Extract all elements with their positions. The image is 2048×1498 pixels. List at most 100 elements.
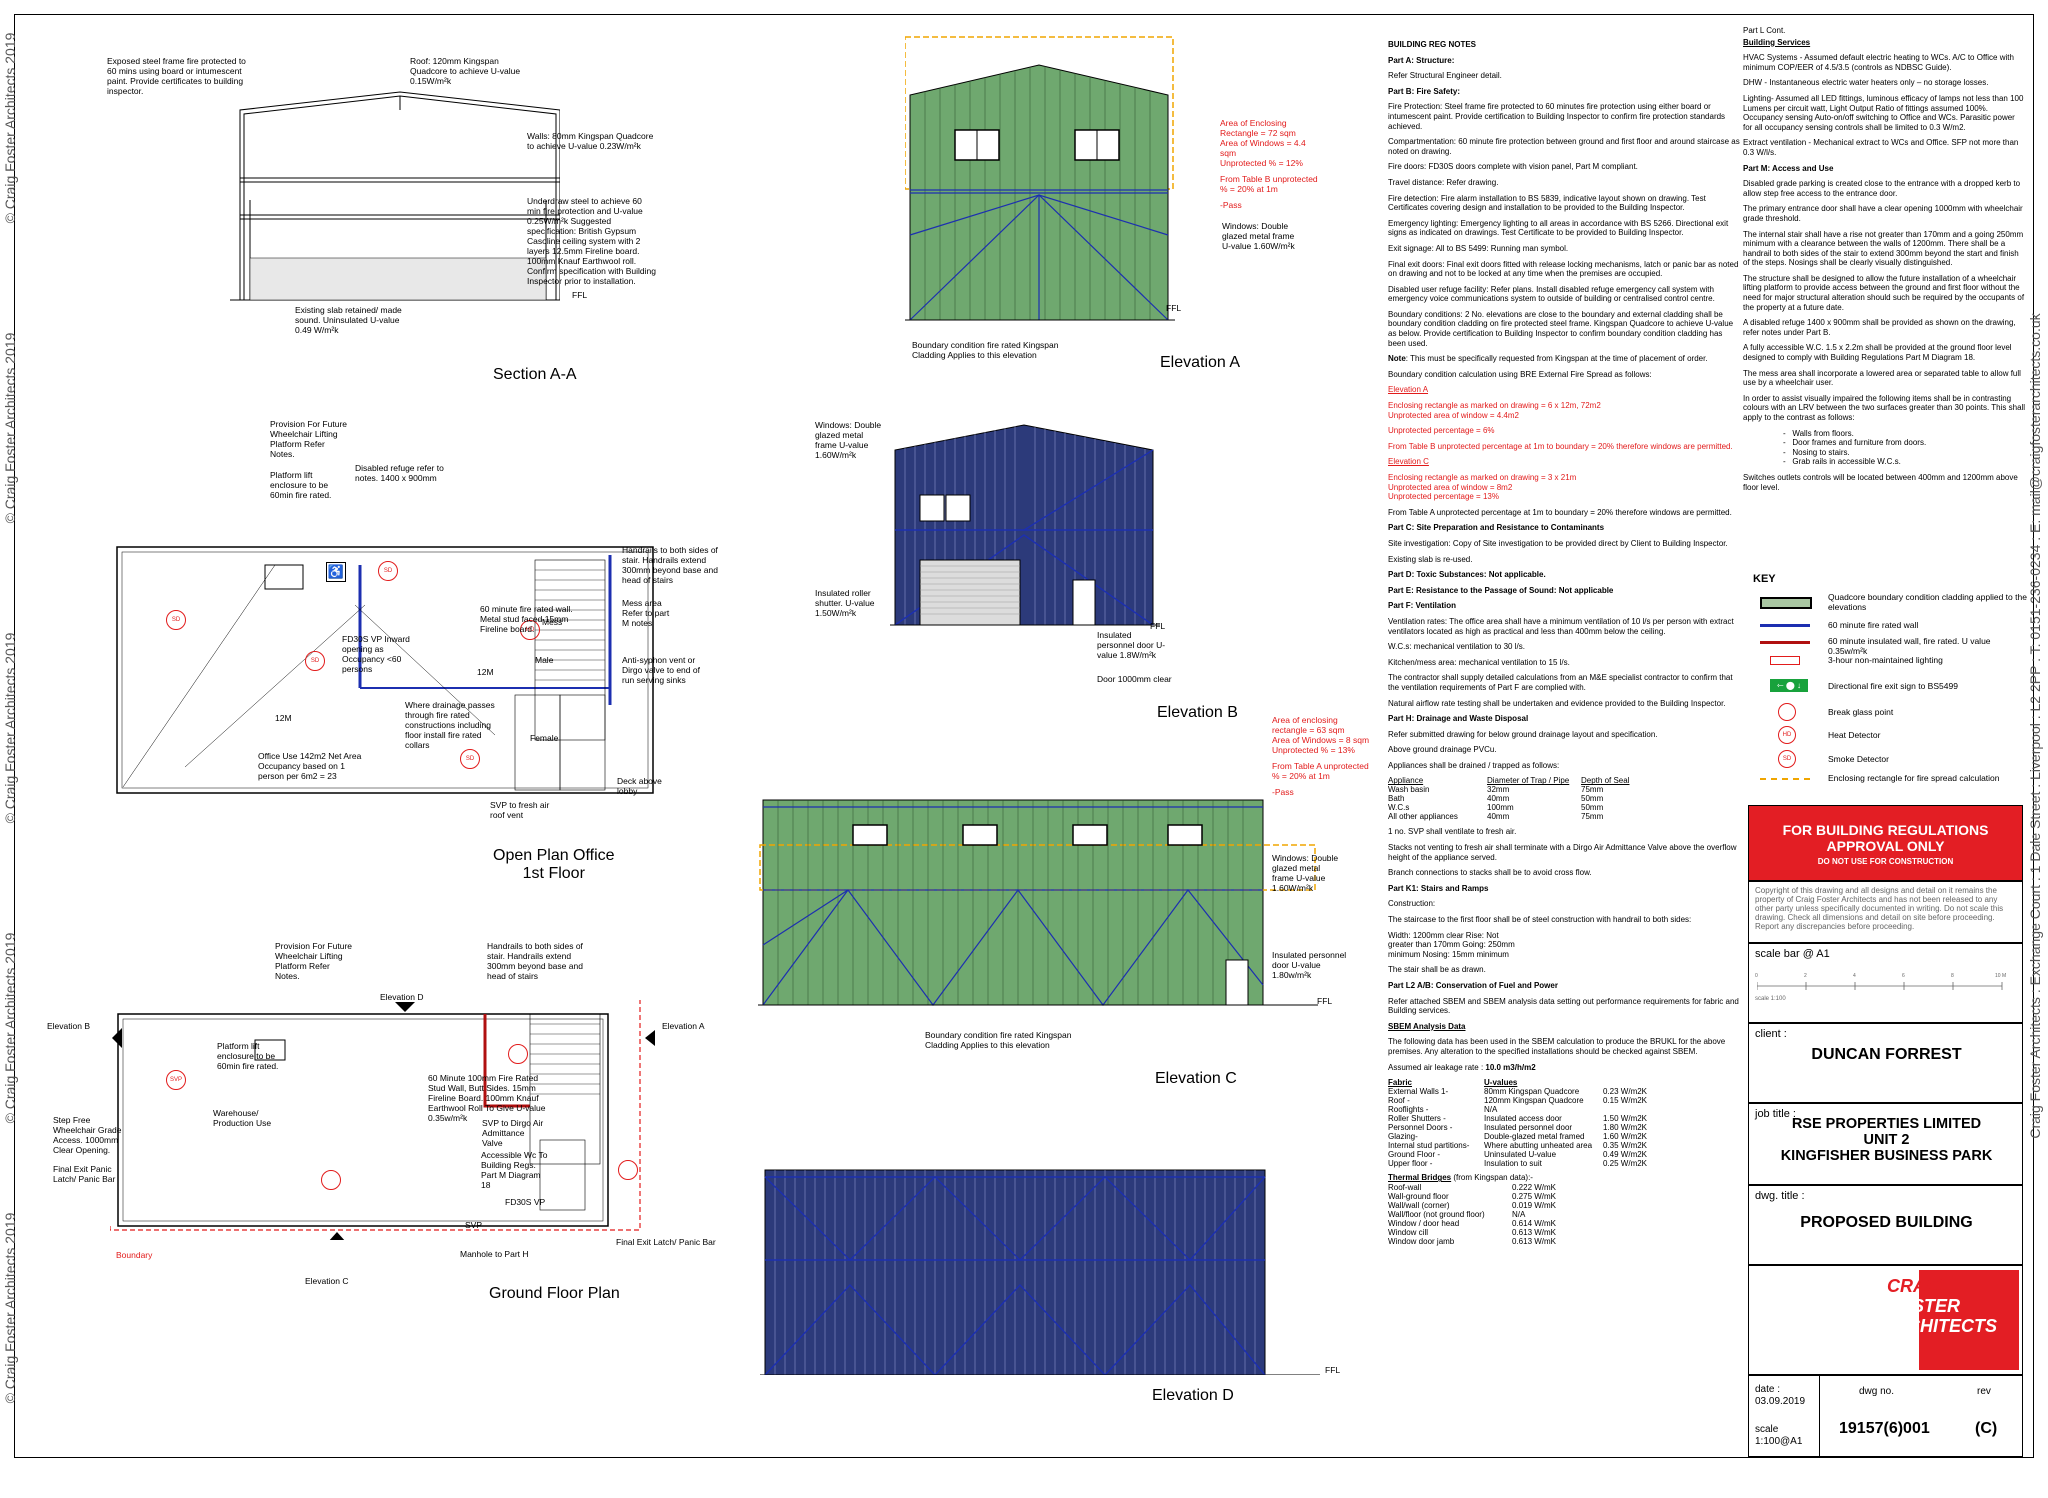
elev-b-door-clear: Door 1000mm clear bbox=[1097, 674, 1172, 684]
elevation-c-drawing bbox=[758, 799, 1318, 1007]
elev-a-calc-line: Area of Windows = 4.4 sqm bbox=[1220, 138, 1306, 158]
table-cell: 0.23 W/m2K bbox=[1603, 1087, 1648, 1097]
job-title-line: KINGFISHER BUSINESS PARK bbox=[1780, 1148, 1993, 1164]
part-k-text: Construction: bbox=[1388, 899, 1436, 909]
emergency-light-symbol bbox=[1770, 656, 1800, 665]
table-header-row: Fabric U-values bbox=[1388, 1078, 1651, 1087]
elev-a-calc-line: Area of Enclosing Rectangle = 72 sqm bbox=[1220, 118, 1296, 138]
table-cell: W.C.s bbox=[1388, 803, 1410, 813]
client-box: client : DUNCAN FORREST bbox=[1748, 1023, 2023, 1103]
part-m-text: A fully accessible W.C. 1.5 x 2.2m shall… bbox=[1743, 343, 2012, 363]
section-underdraw-note: Underdraw steel to achieve 60 min fire p… bbox=[527, 196, 656, 286]
fabric-table: Fabric U-values External Walls 1-80mm Ki… bbox=[1388, 1078, 1651, 1168]
table-cell: 50mm bbox=[1581, 803, 1604, 813]
calc-line: Unprotected area of window = 8m2 bbox=[1388, 482, 1513, 492]
table-header: Appliance bbox=[1388, 776, 1424, 786]
drawing-info-box: date : 03.09.2019 scale 1:100@A1 dwg no.… bbox=[1748, 1375, 2023, 1457]
table-row: Rooflights -N/A bbox=[1388, 1105, 1651, 1114]
section-slab-note: Existing slab retained/ made sound. Unin… bbox=[295, 305, 402, 335]
elev-c-boundary-note: Boundary condition fire rated Kingspan C… bbox=[925, 1030, 1072, 1050]
part-k-heading: Part K1: Stairs and Ramps bbox=[1388, 883, 1489, 893]
sbem-heading: SBEM Analysis Data bbox=[1388, 1021, 1466, 1031]
table-cell: 0.15 W/m2K bbox=[1603, 1096, 1648, 1106]
elev-b-windows-note: Windows: Double glazed metal frame U-val… bbox=[815, 420, 882, 460]
key-item-label: Break glass point bbox=[1828, 707, 1894, 717]
scale-bar-label: scale bar @ A1 bbox=[1755, 948, 1830, 960]
key-item-label: Enclosing rectangle for fire spread calc… bbox=[1828, 773, 2000, 783]
calc-intro: Boundary condition calculation using BRE… bbox=[1388, 369, 1652, 379]
table-cell: 0.613 W/mK bbox=[1512, 1236, 1557, 1246]
part-m-text: A disabled refuge 1400 x 900mm shall be … bbox=[1743, 318, 2016, 337]
gf-title: Ground Floor Plan bbox=[489, 1285, 620, 1302]
part-m-heading: Part M: Access and Use bbox=[1743, 163, 1834, 173]
scale-tick: 10 M bbox=[1995, 973, 2007, 979]
client-name: DUNCAN FORREST bbox=[1811, 1046, 1962, 1063]
left-watermark: © Craig Foster Architects 2019 © Craig F… bbox=[0, 0, 18, 1461]
elev-c-calc-text: Enclosing rectangle as marked on drawing… bbox=[1388, 473, 1740, 502]
kingspan-note: Note: This must be specifically requeste… bbox=[1388, 354, 1740, 364]
section-steel-note: Exposed steel frame fire protected to 60… bbox=[107, 56, 246, 96]
gf-elev-c-label: Elevation C bbox=[305, 1276, 349, 1286]
date-value: 03.09.2019 bbox=[1755, 1396, 1806, 1407]
part-b-text: Disabled user refuge facility: Refer pla… bbox=[1388, 284, 1715, 304]
elev-c-calc-line: Unprotected % = 13% bbox=[1272, 745, 1355, 755]
cladding-symbol bbox=[1760, 597, 1812, 609]
gf-boundary-label: Boundary bbox=[116, 1250, 153, 1260]
ground-floor-plan bbox=[110, 1000, 655, 1240]
section-roof-note: Roof: 120mm Kingspan Quadcore to achieve… bbox=[410, 56, 521, 86]
key-item-label: Heat Detector bbox=[1828, 730, 1881, 740]
part-e-heading: Part E: Resistance to the Passage of Sou… bbox=[1388, 585, 1614, 595]
gf-fd30s-note: FD30S VP bbox=[505, 1197, 546, 1207]
services-text: Extract ventilation - Mechanical extract… bbox=[1743, 138, 2019, 157]
gf-elev-b-label: Elevation B bbox=[47, 1021, 90, 1031]
approval-line1: FOR BUILDING REGULATIONS bbox=[1782, 822, 1989, 838]
first-floor-plan bbox=[116, 546, 654, 794]
elev-a-calc-heading: Elevation A bbox=[1388, 385, 1429, 395]
table-cell: Uninsulated U-value bbox=[1484, 1150, 1557, 1160]
air-leakage-value: 10.0 m3/h/m2 bbox=[1485, 1062, 1536, 1072]
scale-bar-box: scale bar @ A1 0 2 4 6 8 10 M scale 1:10… bbox=[1748, 943, 2023, 1023]
ff-office-note: Office Use 142m2 Net Area Occupancy base… bbox=[258, 751, 362, 781]
table-cell: 75mm bbox=[1581, 812, 1604, 822]
elev-c-calc: Area of enclosing rectangle = 63 sqm Are… bbox=[1272, 715, 1372, 797]
part-c-text: Existing slab is re-used. bbox=[1388, 554, 1473, 564]
part-b-heading: Part B: Fire Safety: bbox=[1388, 86, 1461, 96]
table-cell: Where abutting unheated area bbox=[1484, 1141, 1593, 1151]
table-cell: Wall/wall (corner) bbox=[1388, 1200, 1450, 1210]
part-c-text: Site investigation: Copy of Site investi… bbox=[1388, 538, 1728, 548]
calc-line: Unprotected area of window = 4.4m2 bbox=[1388, 410, 1519, 420]
table-cell: Wall-ground floor bbox=[1388, 1191, 1449, 1201]
table-cell: Upper floor - bbox=[1388, 1159, 1433, 1169]
list-item-text: Grab rails in accessible W.C.s. bbox=[1792, 457, 1901, 467]
elev-b-roller-note: Insulated roller shutter. U-value 1.50W/… bbox=[815, 588, 875, 618]
smoke-detector-icon: SVP bbox=[166, 1070, 186, 1090]
table-cell bbox=[1603, 1105, 1651, 1114]
table-cell: Wash basin bbox=[1388, 785, 1430, 795]
table-row: Personnel Doors -Insulated personnel doo… bbox=[1388, 1123, 1651, 1132]
elevation-a-drawing bbox=[905, 36, 1175, 321]
part-m-text: The structure shall be designed to allow… bbox=[1743, 273, 2025, 312]
rev-value: (C) bbox=[1975, 1420, 1998, 1437]
date-label: date : bbox=[1755, 1384, 1781, 1395]
notes-heading: BUILDING REG NOTES bbox=[1388, 40, 1477, 49]
ff-title-line2: 1st Floor bbox=[522, 865, 585, 882]
smoke-detector-icon: SD bbox=[460, 749, 480, 769]
table-row: Wall/floor (not ground floor)N/A bbox=[1388, 1210, 1560, 1219]
part-k-text: The staircase to the first floor shall b… bbox=[1388, 915, 1692, 925]
elev-a-calc-line: -Pass bbox=[1220, 200, 1242, 210]
table-cell: 40mm bbox=[1487, 812, 1510, 822]
gf-manhole-note: Manhole to Part H bbox=[460, 1249, 529, 1259]
part-f-text: Natural airflow rate testing shall be un… bbox=[1388, 698, 1726, 708]
smoke-detector-icon: SD bbox=[378, 561, 398, 581]
part-h-text: Appliances shall be drained / trapped as… bbox=[1388, 760, 1560, 770]
elev-c-calc-text: From Table A unprotected percentage at 1… bbox=[1388, 507, 1732, 517]
part-h-text: Branch connections to stacks shall be to… bbox=[1388, 868, 1592, 878]
table-cell: Roof - bbox=[1388, 1096, 1410, 1106]
gf-lift-note: Provision For Future Wheelchair Lifting … bbox=[275, 941, 352, 981]
job-title-line: UNIT 2 bbox=[1863, 1132, 1910, 1148]
elev-a-ffl: FFL bbox=[1166, 303, 1182, 313]
part-b-text: Exit signage: All to BS 5499: Running ma… bbox=[1388, 243, 1569, 253]
